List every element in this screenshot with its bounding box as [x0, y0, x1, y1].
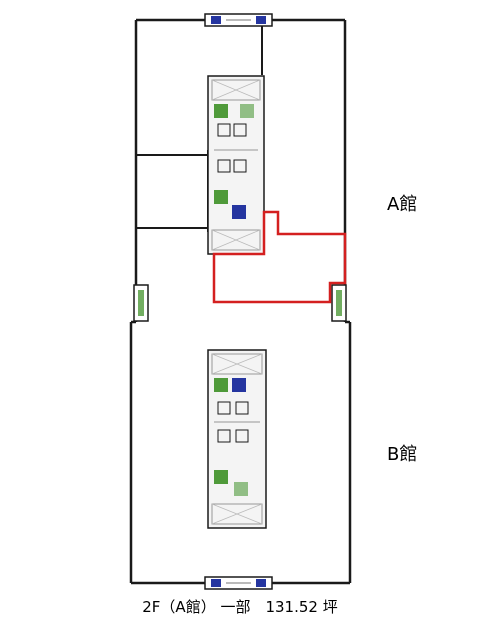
- core-a: [207, 75, 265, 255]
- core-a-frame: [207, 75, 265, 255]
- core-a-stair-top: [211, 79, 261, 101]
- core-a-elevator-3: [217, 159, 231, 173]
- floor-area-caption: 2F（A館） 一部 131.52 坪: [142, 598, 338, 616]
- core-a-elevator-1: [217, 123, 231, 137]
- core-b: [207, 349, 267, 529]
- core-b-toilet-3: [234, 482, 248, 496]
- core-a-toilet-1: [214, 104, 228, 118]
- core-b-stair-bottom: [211, 503, 263, 525]
- building-b-label: B館: [387, 444, 418, 465]
- core-b-stair-top: [211, 353, 263, 375]
- core-b-stair-top-cross: [211, 353, 263, 375]
- core-a-stair-top-cross: [211, 79, 261, 101]
- side-door-left: [133, 284, 149, 322]
- core-a-elevator-2: [233, 123, 247, 137]
- entrance-top: [204, 13, 273, 27]
- core-b-toilet-2: [214, 470, 228, 484]
- core-b-elevator-4: [235, 429, 249, 443]
- entrance-bottom: [204, 576, 273, 590]
- core-b-toilet-1: [214, 378, 228, 392]
- building-outline: [129, 18, 352, 585]
- core-a-toilet-2: [240, 104, 254, 118]
- core-b-stair-bottom-cross: [211, 503, 263, 525]
- core-b-elevator-1: [217, 401, 231, 415]
- core-b-fixture-blue: [232, 378, 246, 392]
- core-a-fixture-blue: [232, 205, 246, 219]
- core-b-frame: [207, 349, 267, 529]
- building-a-label: A館: [387, 194, 418, 215]
- core-a-elevator-4: [233, 159, 247, 173]
- core-a-stair-bottom-cross: [211, 229, 261, 251]
- core-b-elevator-2: [235, 401, 249, 415]
- core-a-toilet-3: [214, 190, 228, 204]
- core-a-stair-bottom: [211, 229, 261, 251]
- highlighted-area[interactable]: [212, 210, 347, 304]
- side-door-right: [331, 284, 347, 322]
- core-b-elevator-3: [217, 429, 231, 443]
